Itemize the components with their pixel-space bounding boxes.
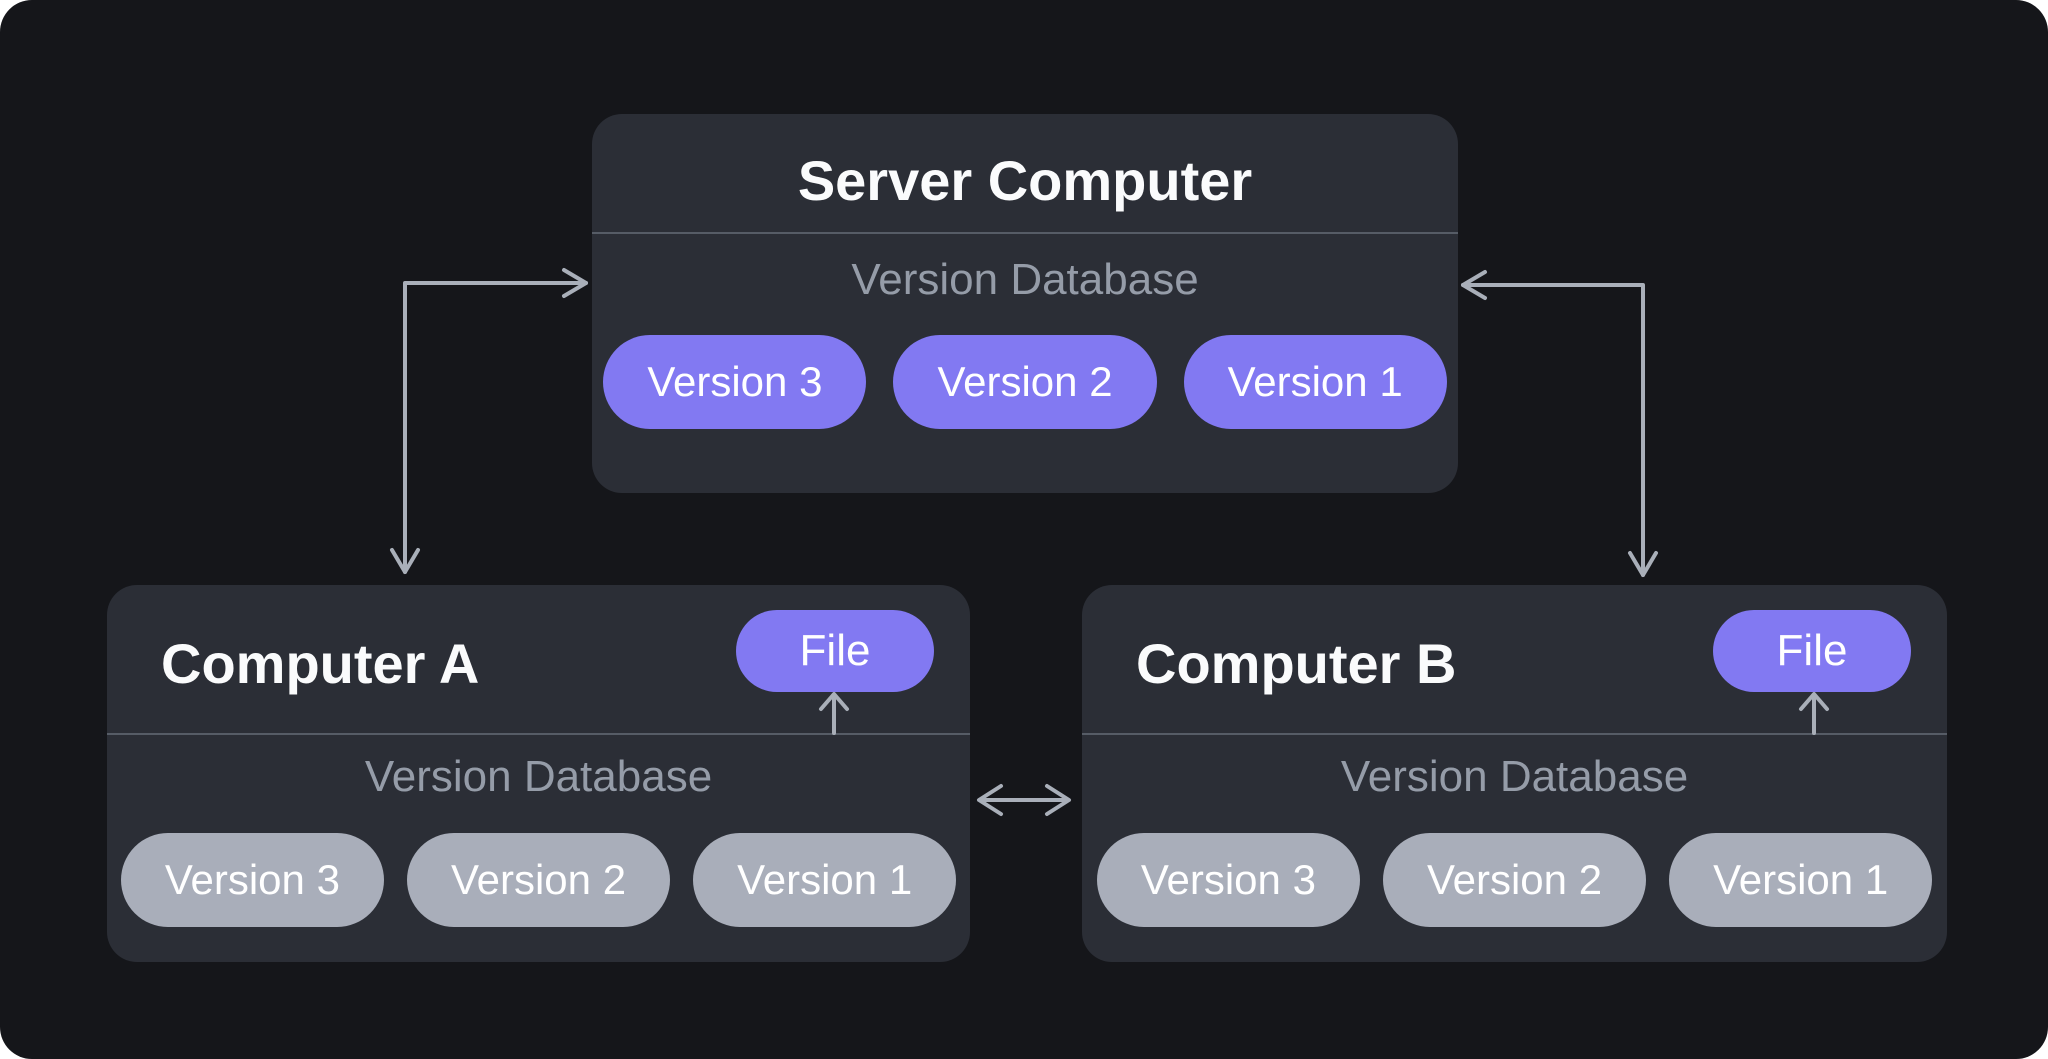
computer-a-version-pill: Version 1: [693, 833, 957, 927]
server-version-pill: Version 3: [603, 335, 867, 429]
server-divider: [592, 232, 1458, 234]
computer-b-divider: [1082, 733, 1947, 735]
computer-a-divider: [107, 733, 970, 735]
server-version-pill: Version 1: [1183, 335, 1447, 429]
server-computer-box: Server Computer Version Database Version…: [592, 114, 1458, 493]
arrow-computer-b-server: [1461, 270, 1658, 577]
arrow-computer-a-computer-b: [977, 784, 1071, 816]
computer-b-version-pill: Version 3: [1096, 833, 1360, 927]
computer-b-version-pill: Version 1: [1669, 833, 1933, 927]
computer-b-box: Computer B File Version Database Version…: [1082, 585, 1947, 962]
computer-a-version-pill: Version 2: [406, 833, 671, 927]
server-version-pill: Version 2: [893, 335, 1157, 429]
computer-b-db-label: Version Database: [1340, 752, 1689, 801]
computer-b-version-pill: Version 2: [1382, 833, 1647, 927]
computer-a-version-row: Version 3 Version 2 Version 1: [107, 833, 970, 927]
computer-a-title: Computer A: [161, 631, 480, 695]
server-db-label: Version Database: [851, 255, 1199, 304]
computer-a-db-label: Version Database: [364, 752, 713, 801]
computer-b-file-pill: File: [1713, 610, 1911, 692]
server-title: Server Computer: [797, 148, 1253, 212]
computer-a-box: Computer A File Version Database Version…: [107, 585, 970, 962]
computer-a-version-pill: Version 3: [120, 833, 384, 927]
computer-b-title: Computer B: [1136, 631, 1457, 695]
arrow-server-computer-a: [390, 268, 588, 574]
computer-b-version-row: Version 3 Version 2 Version 1: [1082, 833, 1947, 927]
computer-a-file-pill: File: [736, 610, 934, 692]
server-version-row: Version 3 Version 2 Version 1: [592, 335, 1458, 429]
